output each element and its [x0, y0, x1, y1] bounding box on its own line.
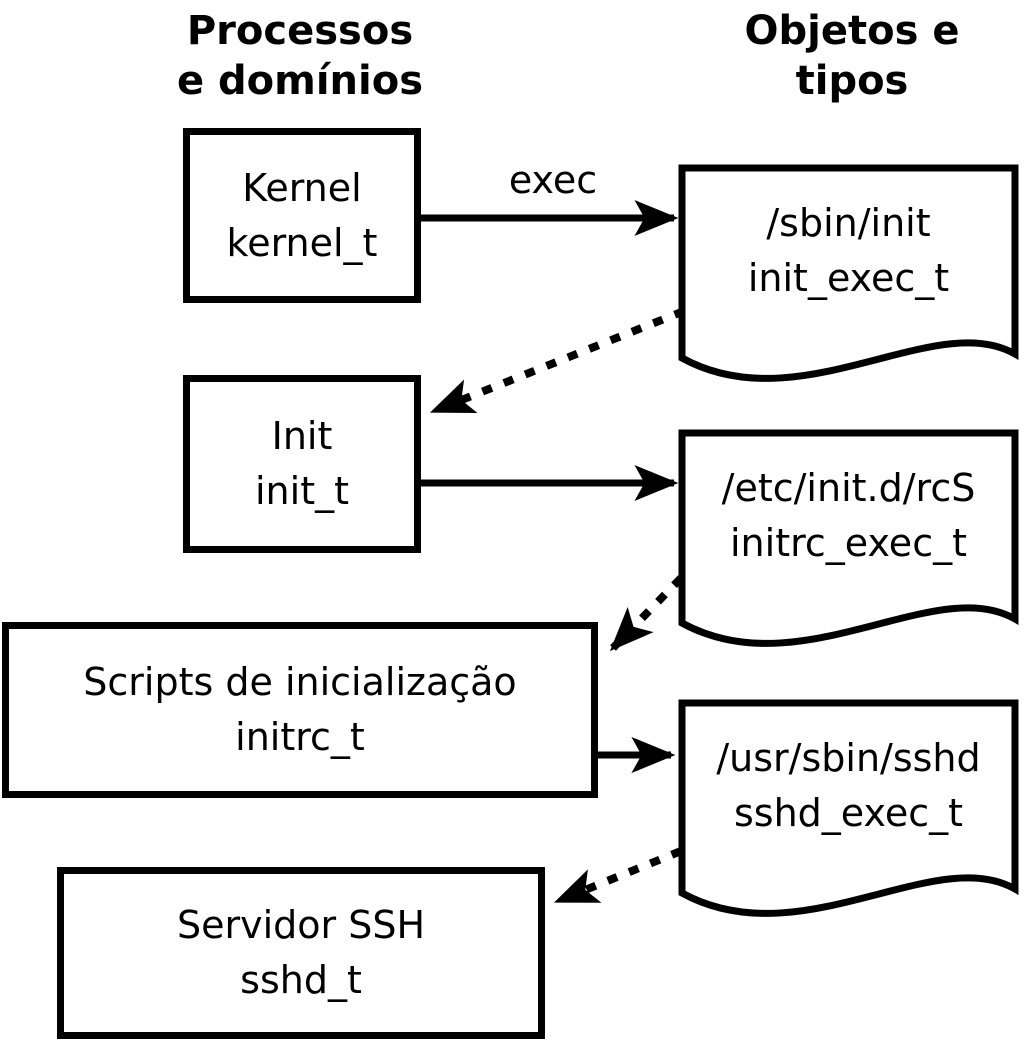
- object-label-sshd-exec: /usr/sbin/sshd sshd_exec_t: [682, 731, 1015, 841]
- object-path: /sbin/init: [766, 201, 931, 245]
- heading-line: Objetos e: [744, 8, 960, 54]
- column-heading-processes: Processos e domínios: [120, 6, 480, 106]
- object-type-label: initrc_exec_t: [730, 521, 967, 565]
- process-box-init: Init init_t: [183, 375, 421, 553]
- object-path: /etc/init.d/rcS: [721, 466, 976, 510]
- heading-line: Processos: [186, 8, 414, 54]
- object-path: /usr/sbin/sshd: [716, 736, 981, 780]
- transition-arrow-rcS-to-initrc: [609, 575, 684, 652]
- heading-line: tipos: [795, 58, 909, 104]
- process-type-label: kernel_t: [226, 220, 378, 265]
- transition-arrow-sbin-init-to-init: [429, 307, 686, 415]
- process-name: Servidor SSH: [176, 903, 426, 947]
- process-name: Scripts de inicialização: [83, 660, 517, 704]
- column-heading-objects: Objetos e tipos: [672, 6, 1024, 106]
- exec-edge-label: exec: [508, 158, 598, 202]
- process-box-init-scripts: Scripts de inicialização initrc_t: [2, 622, 598, 798]
- object-label-init-exec: /sbin/init init_exec_t: [682, 196, 1015, 306]
- process-name: Kernel: [242, 165, 362, 210]
- heading-line: e domínios: [176, 58, 424, 104]
- process-type-label: sshd_t: [240, 958, 362, 1002]
- process-name: Init: [271, 414, 333, 458]
- process-type-label: init_t: [255, 469, 349, 513]
- process-box-kernel: Kernel kernel_t: [183, 128, 421, 303]
- object-label-initrc-exec: /etc/init.d/rcS initrc_exec_t: [682, 461, 1015, 571]
- process-box-ssh-server: Servidor SSH sshd_t: [57, 867, 545, 1039]
- object-type-label: sshd_exec_t: [733, 791, 963, 835]
- process-type-label: initrc_t: [235, 715, 365, 759]
- transition-arrow-sshd-exec-to-sshd: [553, 847, 683, 905]
- object-type-label: init_exec_t: [747, 256, 950, 300]
